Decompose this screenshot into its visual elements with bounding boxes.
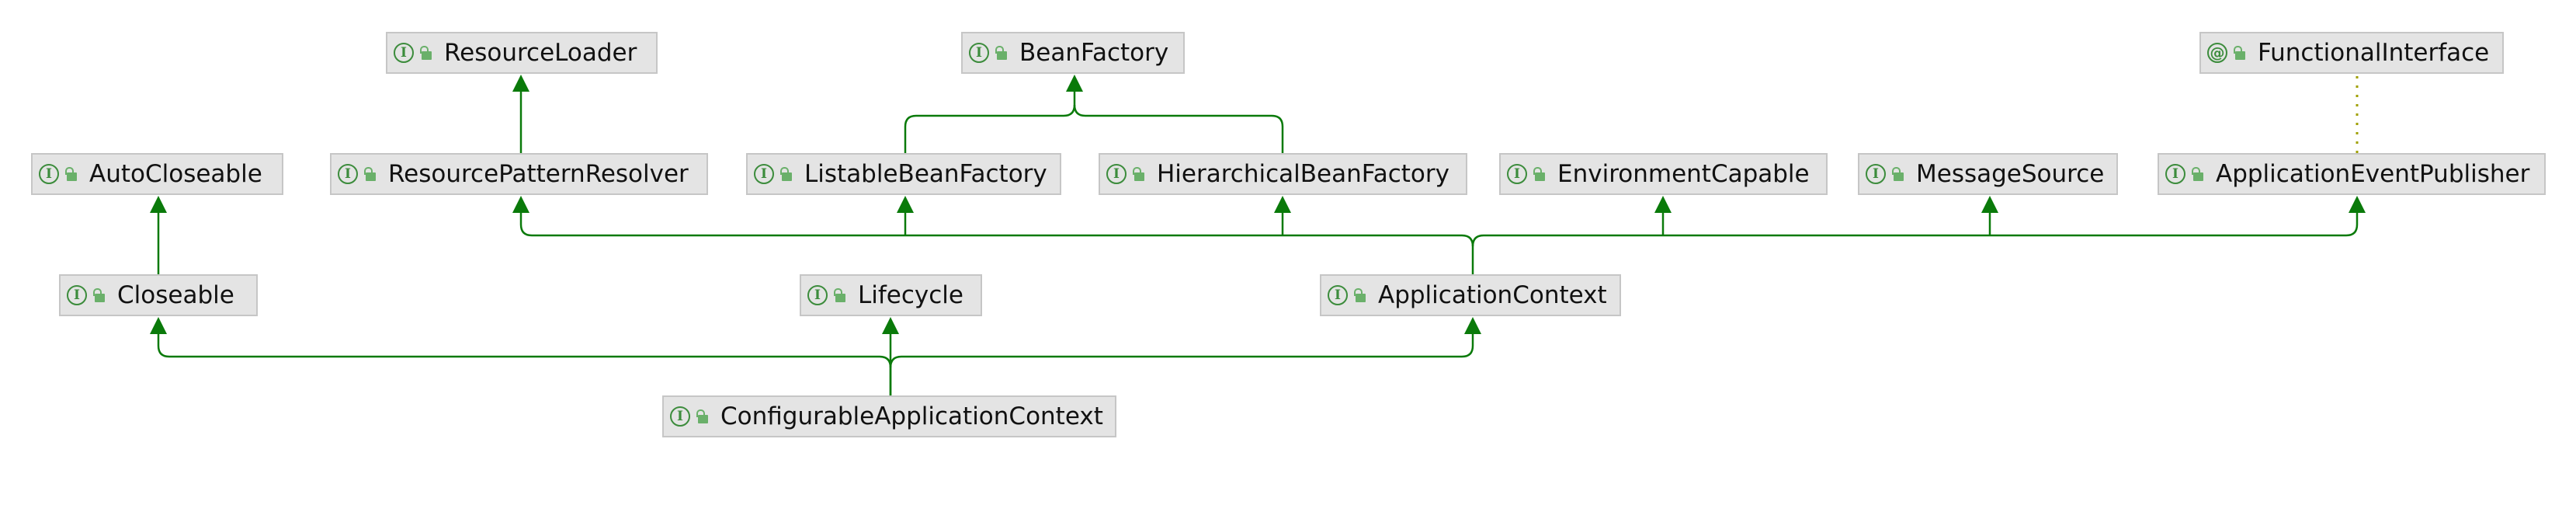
edge-extends — [157, 333, 892, 395]
node-application-context[interactable]: I ApplicationContext — [1320, 274, 1621, 316]
inheritance-arrowhead — [882, 317, 899, 334]
node-configurable-application-context[interactable]: I ConfigurableApplicationContext — [662, 395, 1116, 437]
interface-icon: I — [969, 43, 989, 63]
public-access-icon — [1353, 287, 1366, 303]
inheritance-arrowhead — [150, 196, 167, 213]
inheritance-arrowhead — [1464, 317, 1481, 334]
node-label: ConfigurableApplicationContext — [720, 402, 1103, 430]
public-access-icon — [2233, 45, 2245, 61]
inheritance-arrowhead — [897, 196, 914, 213]
node-label: ResourceLoader — [444, 39, 637, 67]
interface-icon: I — [394, 43, 414, 63]
edge-extends — [1471, 212, 2359, 247]
node-label: MessageSource — [1916, 160, 2105, 188]
inheritance-arrowhead — [1981, 196, 1998, 213]
edge-extends — [904, 91, 1076, 153]
node-label: ApplicationEventPublisher — [2216, 160, 2530, 188]
node-application-event-publisher[interactable]: I ApplicationEventPublisher — [2158, 153, 2546, 195]
interface-icon: I — [1507, 164, 1527, 184]
node-functional-interface[interactable]: @ FunctionalInterface — [2199, 32, 2504, 74]
public-access-icon — [1891, 166, 1904, 182]
node-lifecycle[interactable]: I Lifecycle — [800, 274, 982, 316]
node-label: FunctionalInterface — [2258, 39, 2490, 67]
inheritance-arrowhead — [512, 75, 529, 92]
inheritance-arrowhead — [2349, 196, 2366, 213]
public-access-icon — [696, 409, 708, 424]
inheritance-arrowhead — [512, 196, 529, 213]
node-bean-factory[interactable]: I BeanFactory — [961, 32, 1185, 74]
interface-icon: I — [1106, 164, 1127, 184]
node-resource-pattern-resolver[interactable]: I ResourcePatternResolver — [330, 153, 708, 195]
node-resource-loader[interactable]: I ResourceLoader — [386, 32, 658, 74]
interface-icon: I — [1328, 285, 1348, 305]
interface-icon: I — [754, 164, 774, 184]
inheritance-arrowhead — [1654, 196, 1672, 213]
node-label: Closeable — [117, 281, 234, 309]
public-access-icon — [1533, 166, 1545, 182]
public-access-icon — [363, 166, 376, 182]
interface-icon: I — [67, 285, 87, 305]
node-message-source[interactable]: I MessageSource — [1858, 153, 2118, 195]
public-access-icon — [1132, 166, 1144, 182]
public-access-icon — [833, 287, 845, 303]
node-label: ApplicationContext — [1378, 281, 1607, 309]
edge-extends — [889, 333, 1474, 368]
node-label: AutoCloseable — [89, 160, 262, 188]
node-label: BeanFactory — [1019, 39, 1169, 67]
node-label: Lifecycle — [858, 281, 963, 309]
node-label: ListableBeanFactory — [804, 160, 1047, 188]
node-auto-closeable[interactable]: I AutoCloseable — [31, 153, 283, 195]
interface-icon: I — [807, 285, 828, 305]
node-hierarchical-bean-factory[interactable]: I HierarchicalBeanFactory — [1099, 153, 1467, 195]
interface-icon: I — [2165, 164, 2185, 184]
public-access-icon — [779, 166, 792, 182]
node-closeable[interactable]: I Closeable — [59, 274, 258, 316]
public-access-icon — [64, 166, 77, 182]
node-listable-bean-factory[interactable]: I ListableBeanFactory — [746, 153, 1061, 195]
edge-extends — [1073, 104, 1284, 153]
node-label: EnvironmentCapable — [1557, 160, 1810, 188]
node-label: HierarchicalBeanFactory — [1157, 160, 1449, 188]
public-access-icon — [92, 287, 105, 303]
node-environment-capable[interactable]: I EnvironmentCapable — [1499, 153, 1828, 195]
public-access-icon — [419, 45, 432, 61]
inheritance-arrowhead — [150, 317, 167, 334]
interface-icon: I — [338, 164, 358, 184]
edge-extends — [519, 212, 1474, 274]
interface-icon: I — [670, 406, 690, 427]
inheritance-arrowhead — [1274, 196, 1291, 213]
interface-icon: I — [39, 164, 59, 184]
public-access-icon — [995, 45, 1007, 61]
public-access-icon — [2191, 166, 2203, 182]
node-label: ResourcePatternResolver — [388, 160, 689, 188]
interface-icon: I — [1866, 164, 1886, 184]
annotation-icon: @ — [2207, 43, 2227, 63]
inheritance-arrowhead — [1066, 75, 1083, 92]
